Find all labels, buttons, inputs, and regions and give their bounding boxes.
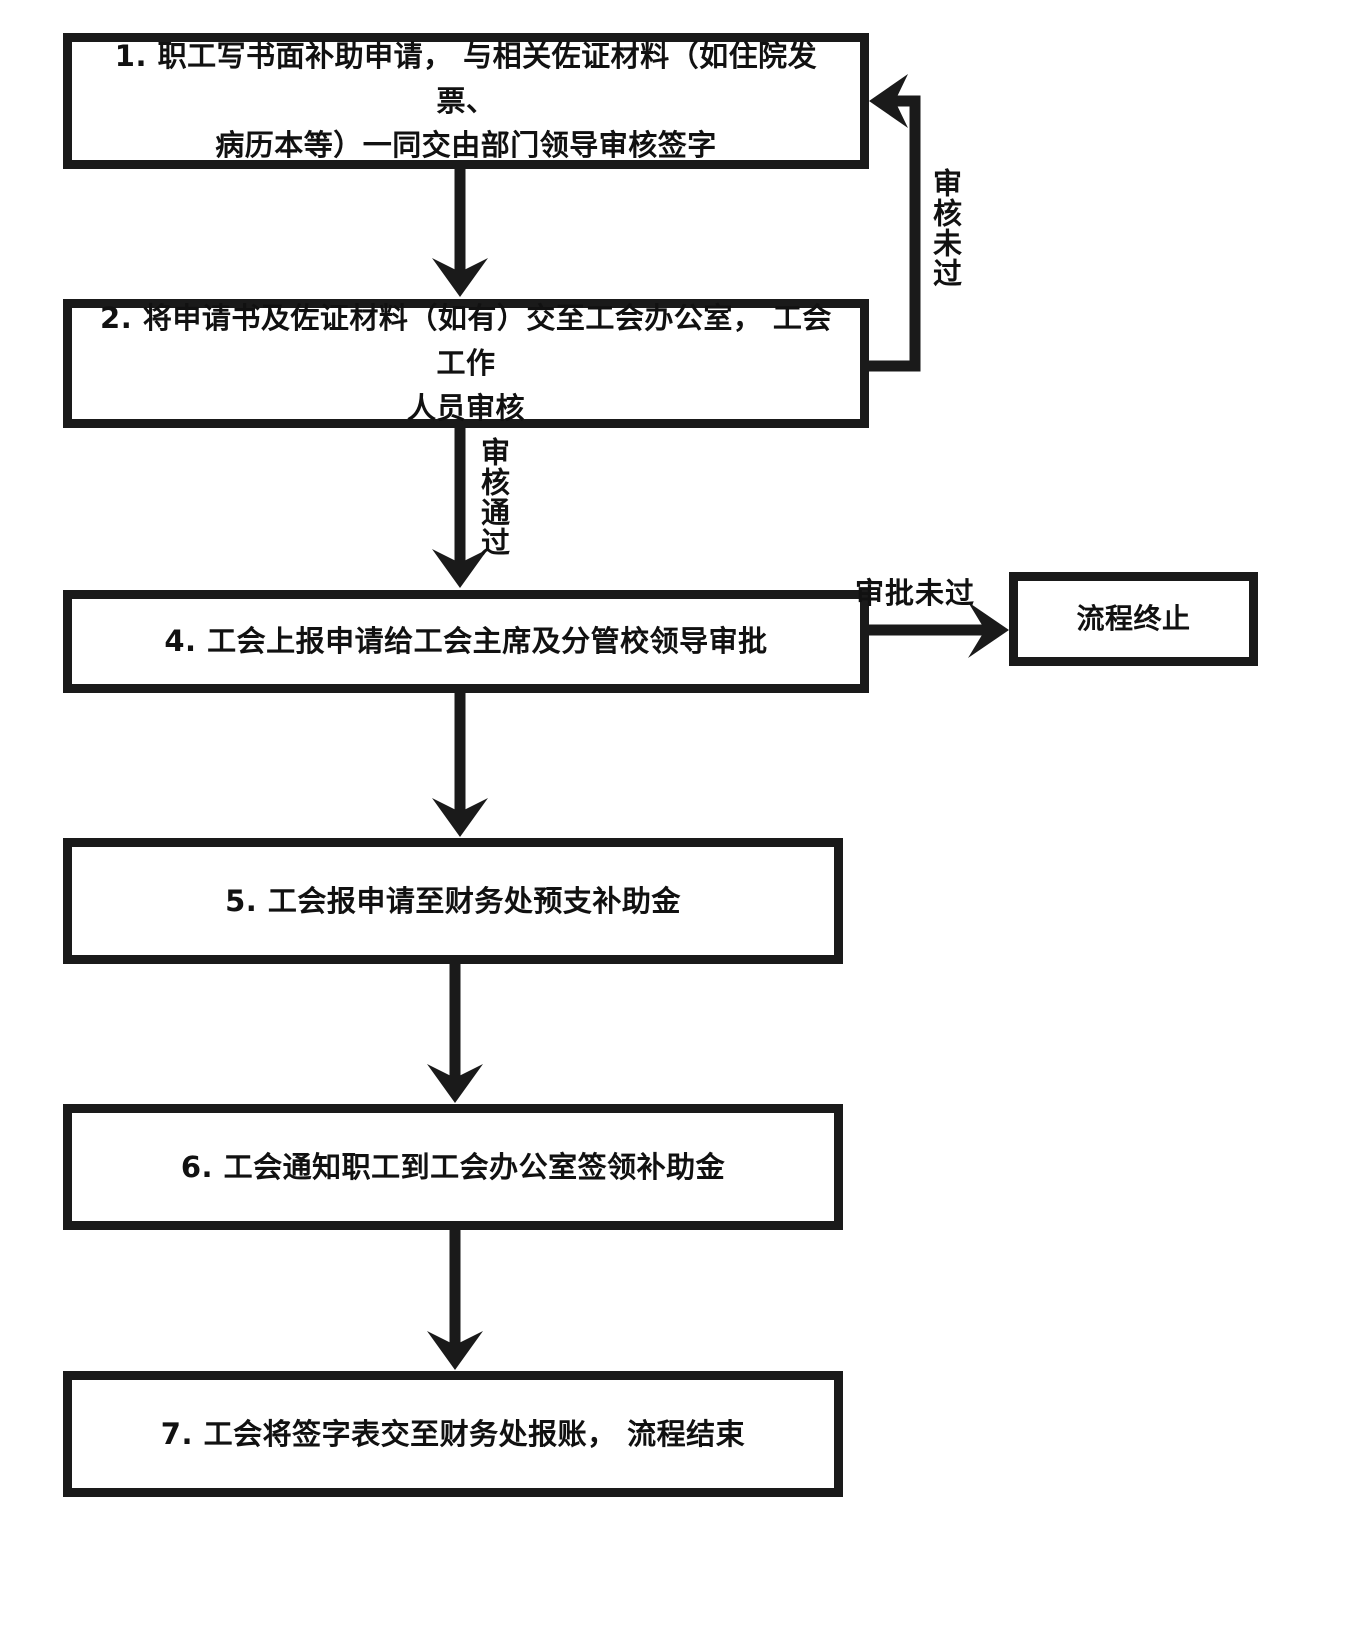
node-step-2-label: 2. 将申请书及佐证材料（如有）交至工会办公室， 工会工作 人员审核	[100, 301, 832, 425]
arrow-step1-to-step2	[432, 169, 488, 297]
node-step-4[interactable]: 4. 工会上报申请给工会主席及分管校领导审批	[63, 590, 869, 693]
node-process-terminated[interactable]: 流程终止	[1009, 572, 1258, 666]
node-step-4-label: 4. 工会上报申请给工会主席及分管校领导审批	[164, 624, 768, 659]
node-process-terminated-label: 流程终止	[1076, 602, 1191, 636]
arrow-step4-to-terminate	[853, 602, 1009, 658]
arrow-step2-to-step1-feedback	[869, 74, 921, 372]
node-step-5-label: 5. 工会报申请至财务处预支补助金	[225, 883, 681, 918]
node-step-2[interactable]: 2. 将申请书及佐证材料（如有）交至工会办公室， 工会工作 人员审核	[63, 299, 869, 428]
node-step-7[interactable]: 7. 工会将签字表交至财务处报账， 流程结束	[63, 1371, 843, 1497]
node-step-1-label: 1. 职工写书面补助申请， 与相关佐证材料（如住院发票、 病历本等）一同交由部门…	[114, 38, 818, 163]
node-step-6-label: 6. 工会通知职工到工会办公室签领补助金	[180, 1149, 726, 1184]
node-step-6[interactable]: 6. 工会通知职工到工会办公室签领补助金	[63, 1104, 843, 1230]
arrow-step4-to-step5	[432, 693, 488, 837]
node-step-1[interactable]: 1. 职工写书面补助申请， 与相关佐证材料（如住院发票、 病历本等）一同交由部门…	[63, 33, 869, 169]
node-step-5[interactable]: 5. 工会报申请至财务处预支补助金	[63, 838, 843, 964]
arrow-step2-to-step4	[432, 428, 488, 588]
arrow-step6-to-step7	[427, 1230, 483, 1370]
arrow-step5-to-step6	[427, 964, 483, 1103]
edge-label-review-passed: 审核通过	[476, 437, 511, 557]
node-step-7-label: 7. 工会将签字表交至财务处报账， 流程结束	[160, 1416, 746, 1451]
edge-label-review-rejected: 审核未过	[928, 168, 963, 288]
edge-label-approval-rejected: 审批未过	[855, 576, 976, 610]
